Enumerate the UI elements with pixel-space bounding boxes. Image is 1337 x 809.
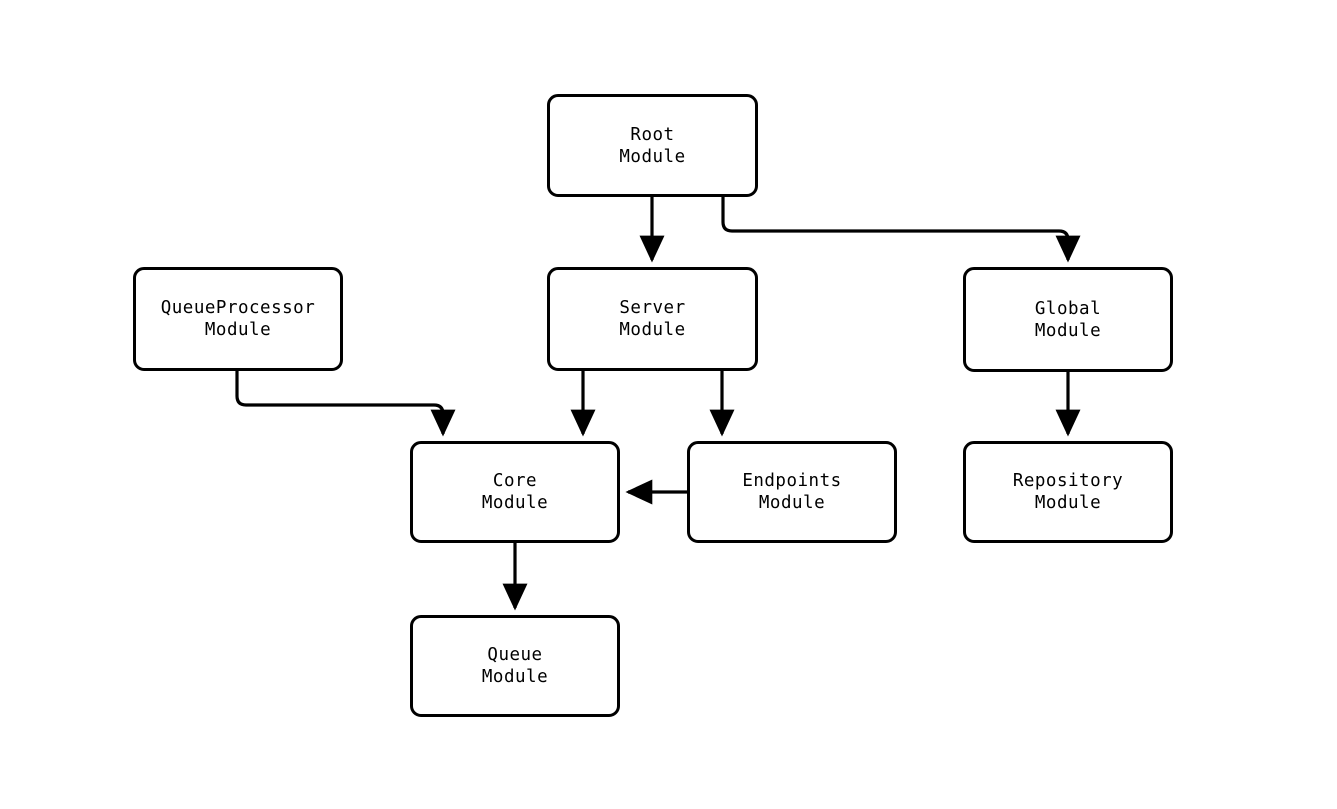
node-queueprocessor-module-label-line1: QueueProcessor [160, 298, 316, 318]
node-queue-module[interactable]: Queue Module [410, 615, 620, 717]
node-repository-module-label-line2: Module [1034, 493, 1102, 513]
node-global-module[interactable]: Global Module [963, 267, 1173, 372]
node-queue-module-label-line1: Queue [487, 645, 543, 665]
node-repository-module[interactable]: Repository Module [963, 441, 1173, 543]
node-queueprocessor-module[interactable]: QueueProcessor Module [133, 267, 343, 371]
edge-root-to-global [721, 197, 1081, 263]
node-core-module-label-line2: Module [481, 493, 549, 513]
node-core-module-label-line1: Core [492, 471, 538, 491]
node-repository-module-label-line1: Repository [1012, 471, 1124, 491]
node-endpoints-module-label-line1: Endpoints [742, 471, 842, 491]
node-root-module[interactable]: Root Module [547, 94, 758, 197]
node-endpoints-module-label-line2: Module [758, 493, 826, 513]
node-endpoints-module[interactable]: Endpoints Module [687, 441, 897, 543]
node-global-module-label-line2: Module [1034, 320, 1102, 341]
node-queueprocessor-module-label-line2: Module [204, 320, 272, 340]
node-queue-module-label-line2: Module [481, 667, 549, 687]
node-core-module[interactable]: Core Module [410, 441, 620, 543]
node-global-module-label-line1: Global [1034, 298, 1102, 319]
edge-queueprocessor-to-core [235, 371, 456, 437]
node-root-module-label-line2: Module [619, 146, 686, 167]
node-root-module-label-line1: Root [630, 124, 675, 145]
node-server-module-label-line2: Module [619, 320, 686, 340]
node-server-module-label-line1: Server [619, 298, 686, 318]
node-server-module[interactable]: Server Module [547, 267, 758, 371]
